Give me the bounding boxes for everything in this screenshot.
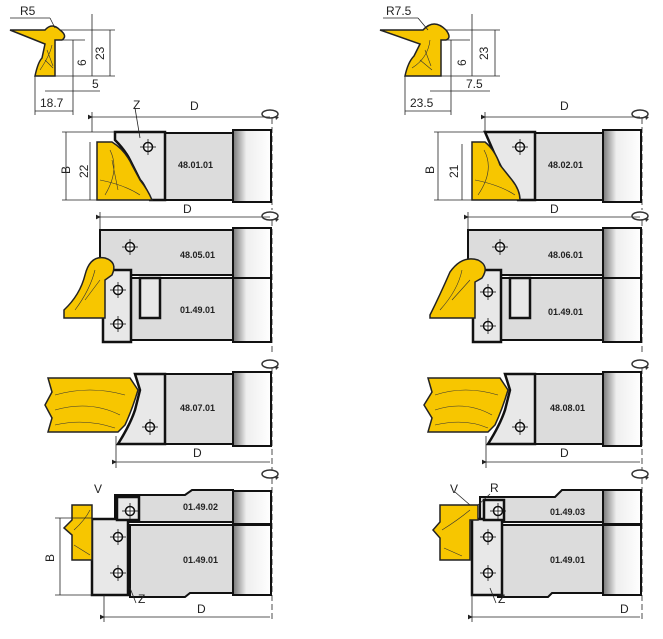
diameter-label: D xyxy=(620,602,629,616)
width-dimension: 18.7 xyxy=(40,96,64,110)
cutter-01-49-03: V R Z D 01.49.03 01.49.01 xyxy=(432,469,650,622)
cutter-code-top: 01.49.03 xyxy=(550,507,585,517)
diameter-label: D xyxy=(183,202,192,216)
step-dimension: 6 xyxy=(75,59,89,66)
cutter-48-02-01: D B 21 48.02.01 xyxy=(423,99,650,210)
height-dimension: 23 xyxy=(477,46,491,60)
teeth-label: Z xyxy=(138,592,145,606)
offset-dimension: 5 xyxy=(92,77,99,91)
height-label: B xyxy=(423,166,437,174)
v-label: V xyxy=(450,482,458,496)
cutter-code-bottom: 01.49.01 xyxy=(548,307,583,317)
offset-dimension: 7.5 xyxy=(466,77,483,91)
r-label: R xyxy=(490,481,499,495)
cutter-code-bottom: 01.49.01 xyxy=(183,555,218,565)
cutter-48-08-01: D 48.08.01 xyxy=(423,359,650,470)
cutter-code: 48.02.01 xyxy=(548,160,583,170)
cutter-48-01-01: Z D B 22 48.01.01 xyxy=(59,98,280,210)
radius-label: R7.5 xyxy=(386,4,412,18)
cutter-01-49-02: V B Z D 01.49.02 01.49.01 xyxy=(43,469,280,622)
step-dimension: 6 xyxy=(455,59,469,66)
height-label: B xyxy=(43,554,57,562)
teeth-label: Z xyxy=(133,98,140,112)
width-dimension: 23.5 xyxy=(410,96,434,110)
cutter-code: 48.08.01 xyxy=(550,403,585,413)
cutter-code-top: 01.49.02 xyxy=(183,502,218,512)
diameter-label: D xyxy=(560,99,569,113)
diameter-label: D xyxy=(197,602,206,616)
radius-label: R5 xyxy=(20,4,36,18)
diameter-label: D xyxy=(193,446,202,460)
rotation-icon xyxy=(631,359,650,371)
cutter-48-06-01: D 48.06.01 01.49.01 xyxy=(429,202,650,355)
teeth-label: Z xyxy=(498,592,505,606)
height-label: B xyxy=(59,166,73,174)
cutter-48-05-01: D 48.05.01 01.49.01 xyxy=(63,202,280,355)
rotation-icon xyxy=(261,469,280,481)
profile-height: 22 xyxy=(77,164,91,178)
rotation-icon xyxy=(261,359,280,371)
rotation-icon xyxy=(631,109,650,121)
cutter-48-07-01: D 48.07.01 xyxy=(44,359,280,470)
diameter-label: D xyxy=(550,202,559,216)
profile-right: R7.5 23 6 7.5 23.5 xyxy=(379,4,500,115)
profile-height: 21 xyxy=(447,164,461,178)
cutter-code-bottom: 01.49.01 xyxy=(550,555,585,565)
cutter-code-bottom: 01.49.01 xyxy=(180,305,215,315)
v-label: V xyxy=(94,482,102,496)
cutter-code-top: 48.05.01 xyxy=(180,250,215,260)
cutter-code: 48.01.01 xyxy=(178,160,213,170)
diameter-label: D xyxy=(560,446,569,460)
diameter-label: D xyxy=(190,99,199,113)
height-dimension: 23 xyxy=(93,46,107,60)
profile-left: R5 23 6 5 18.7 xyxy=(9,4,115,115)
cutter-code-top: 48.06.01 xyxy=(548,250,583,260)
cutter-code: 48.07.01 xyxy=(180,403,215,413)
rotation-icon xyxy=(631,469,650,481)
rotation-icon xyxy=(261,109,280,121)
